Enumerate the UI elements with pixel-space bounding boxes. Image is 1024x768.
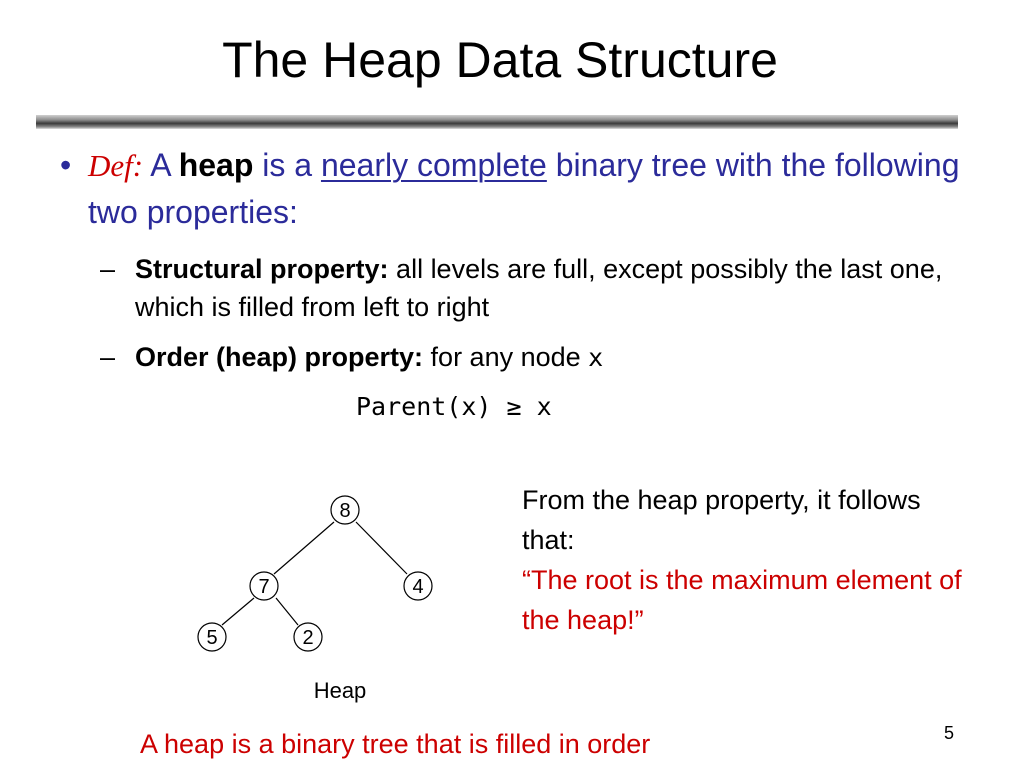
tree-node-left-left [197, 622, 227, 652]
tree-node-root-label: 8 [339, 500, 350, 522]
edge-7-5 [221, 597, 255, 626]
nearly-complete-term: nearly complete [320, 147, 547, 183]
tree-node-left [249, 571, 279, 601]
dash-icon: – [100, 342, 116, 372]
order-property-variable: x [588, 343, 604, 372]
tree-node-left-right-label: 2 [302, 627, 313, 649]
structural-property-description: all levels are full, except possibly the… [135, 254, 943, 322]
order-property-item: – Order (heap) property: for any node x [100, 338, 960, 377]
definition-text-is-a: is a [253, 147, 321, 183]
page-number: 5 [944, 723, 955, 743]
heap-property-formula: Parent(x) ≥ x [356, 392, 552, 421]
order-property-label: Order (heap) property: [135, 342, 424, 372]
edge-8-4 [355, 521, 408, 575]
edge-7-2 [275, 597, 299, 626]
tree-node-left-left-label: 5 [206, 627, 217, 649]
side-note-quote: “The root is the maximum element of the … [522, 565, 962, 635]
order-property-description: for any node [423, 342, 589, 372]
tree-node-left-right [293, 622, 323, 652]
tree-node-root [330, 495, 360, 525]
dash-icon: – [100, 254, 116, 284]
structural-property-label: Structural property: [135, 254, 389, 284]
edge-8-7 [273, 521, 335, 575]
bottom-summary: A heap is a binary tree that is filled i… [140, 729, 651, 759]
heap-keyword: heap [178, 147, 254, 183]
definition-text-a: A [143, 147, 179, 183]
title-divider [36, 115, 958, 129]
tree-node-right [403, 571, 433, 601]
bullet-icon: • [60, 147, 72, 183]
tree-node-left-label: 7 [258, 576, 269, 598]
def-label: Def: [88, 148, 144, 183]
tree-edges [221, 521, 408, 626]
heap-caption: Heap [313, 678, 367, 703]
definition-text-rest: binary tree with the following two prope… [88, 147, 960, 230]
definition-text: Def: A heap is a nearly complete binary … [88, 142, 960, 235]
side-note: From the heap property, it follows that:… [522, 480, 962, 640]
side-note-text: From the heap property, it follows that: [522, 485, 921, 555]
structural-property-text: Structural property: all levels are full… [135, 250, 960, 326]
slide-title: The Heap Data Structure [222, 32, 778, 88]
structural-property-item: – Structural property: all levels are fu… [100, 250, 960, 326]
definition-bullet: • Def: A heap is a nearly complete binar… [60, 142, 960, 235]
order-property-text: Order (heap) property: for any node x [135, 338, 960, 377]
tree-node-right-label: 4 [412, 576, 423, 598]
